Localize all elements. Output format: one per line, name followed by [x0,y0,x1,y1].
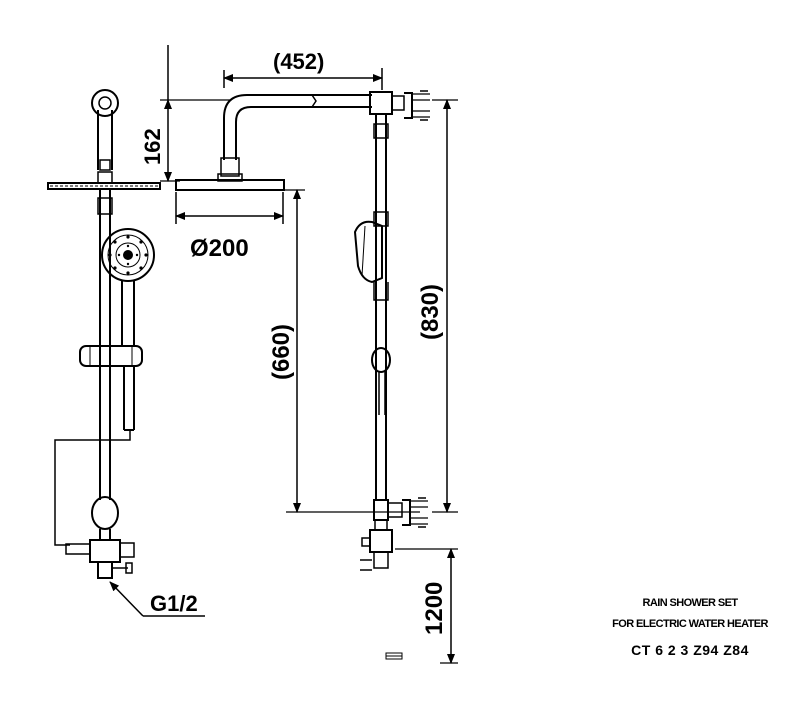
diverter-valve [89,539,121,563]
title-block: RAIN SHOWER SET FOR ELECTRIC WATER HEATE… [590,593,790,665]
side-view [353,90,430,571]
slide-holder [79,345,143,367]
lower-bracket [91,496,119,530]
dim-head-diameter-label: Ø200 [190,235,249,262]
title-line-application: FOR ELECTRIC WATER HEATER [612,618,768,630]
side-slide-holder [371,347,391,373]
dim-install-height-label: 1200 [421,582,448,635]
hand-shower-handle [121,281,135,345]
dim-arm-length-label: (452) [273,49,324,74]
side-rail [375,114,387,500]
shower-arm [175,94,372,191]
hand-shower-head [101,228,155,282]
inlet-thread-label: G1/2 [150,591,198,616]
dim-830 [432,99,458,513]
rain-head-edge [47,182,161,190]
dim-200 [175,192,284,224]
hose [54,430,131,546]
dim-452 [223,68,383,90]
dim-660 [283,189,420,513]
inlet-thread-leader [109,581,205,617]
title-line-model: CT 6 2 3 Z94 Z84 [631,642,749,658]
dim-1200 [395,548,458,664]
hand-shower-side [353,220,383,284]
dim-rail-height-label: (830) [417,284,444,340]
dim-162 [160,45,230,182]
floor-mark [385,652,403,660]
title-line-product: RAIN SHOWER SET [642,597,739,609]
side-valve [369,529,393,553]
wall-bracket-ring [91,89,119,117]
dim-head-to-bracket-label: (660) [268,324,295,380]
slide-rail [99,189,111,500]
front-view [47,89,161,579]
rain-head [175,179,285,191]
dim-head-height-label: 162 [140,128,165,165]
